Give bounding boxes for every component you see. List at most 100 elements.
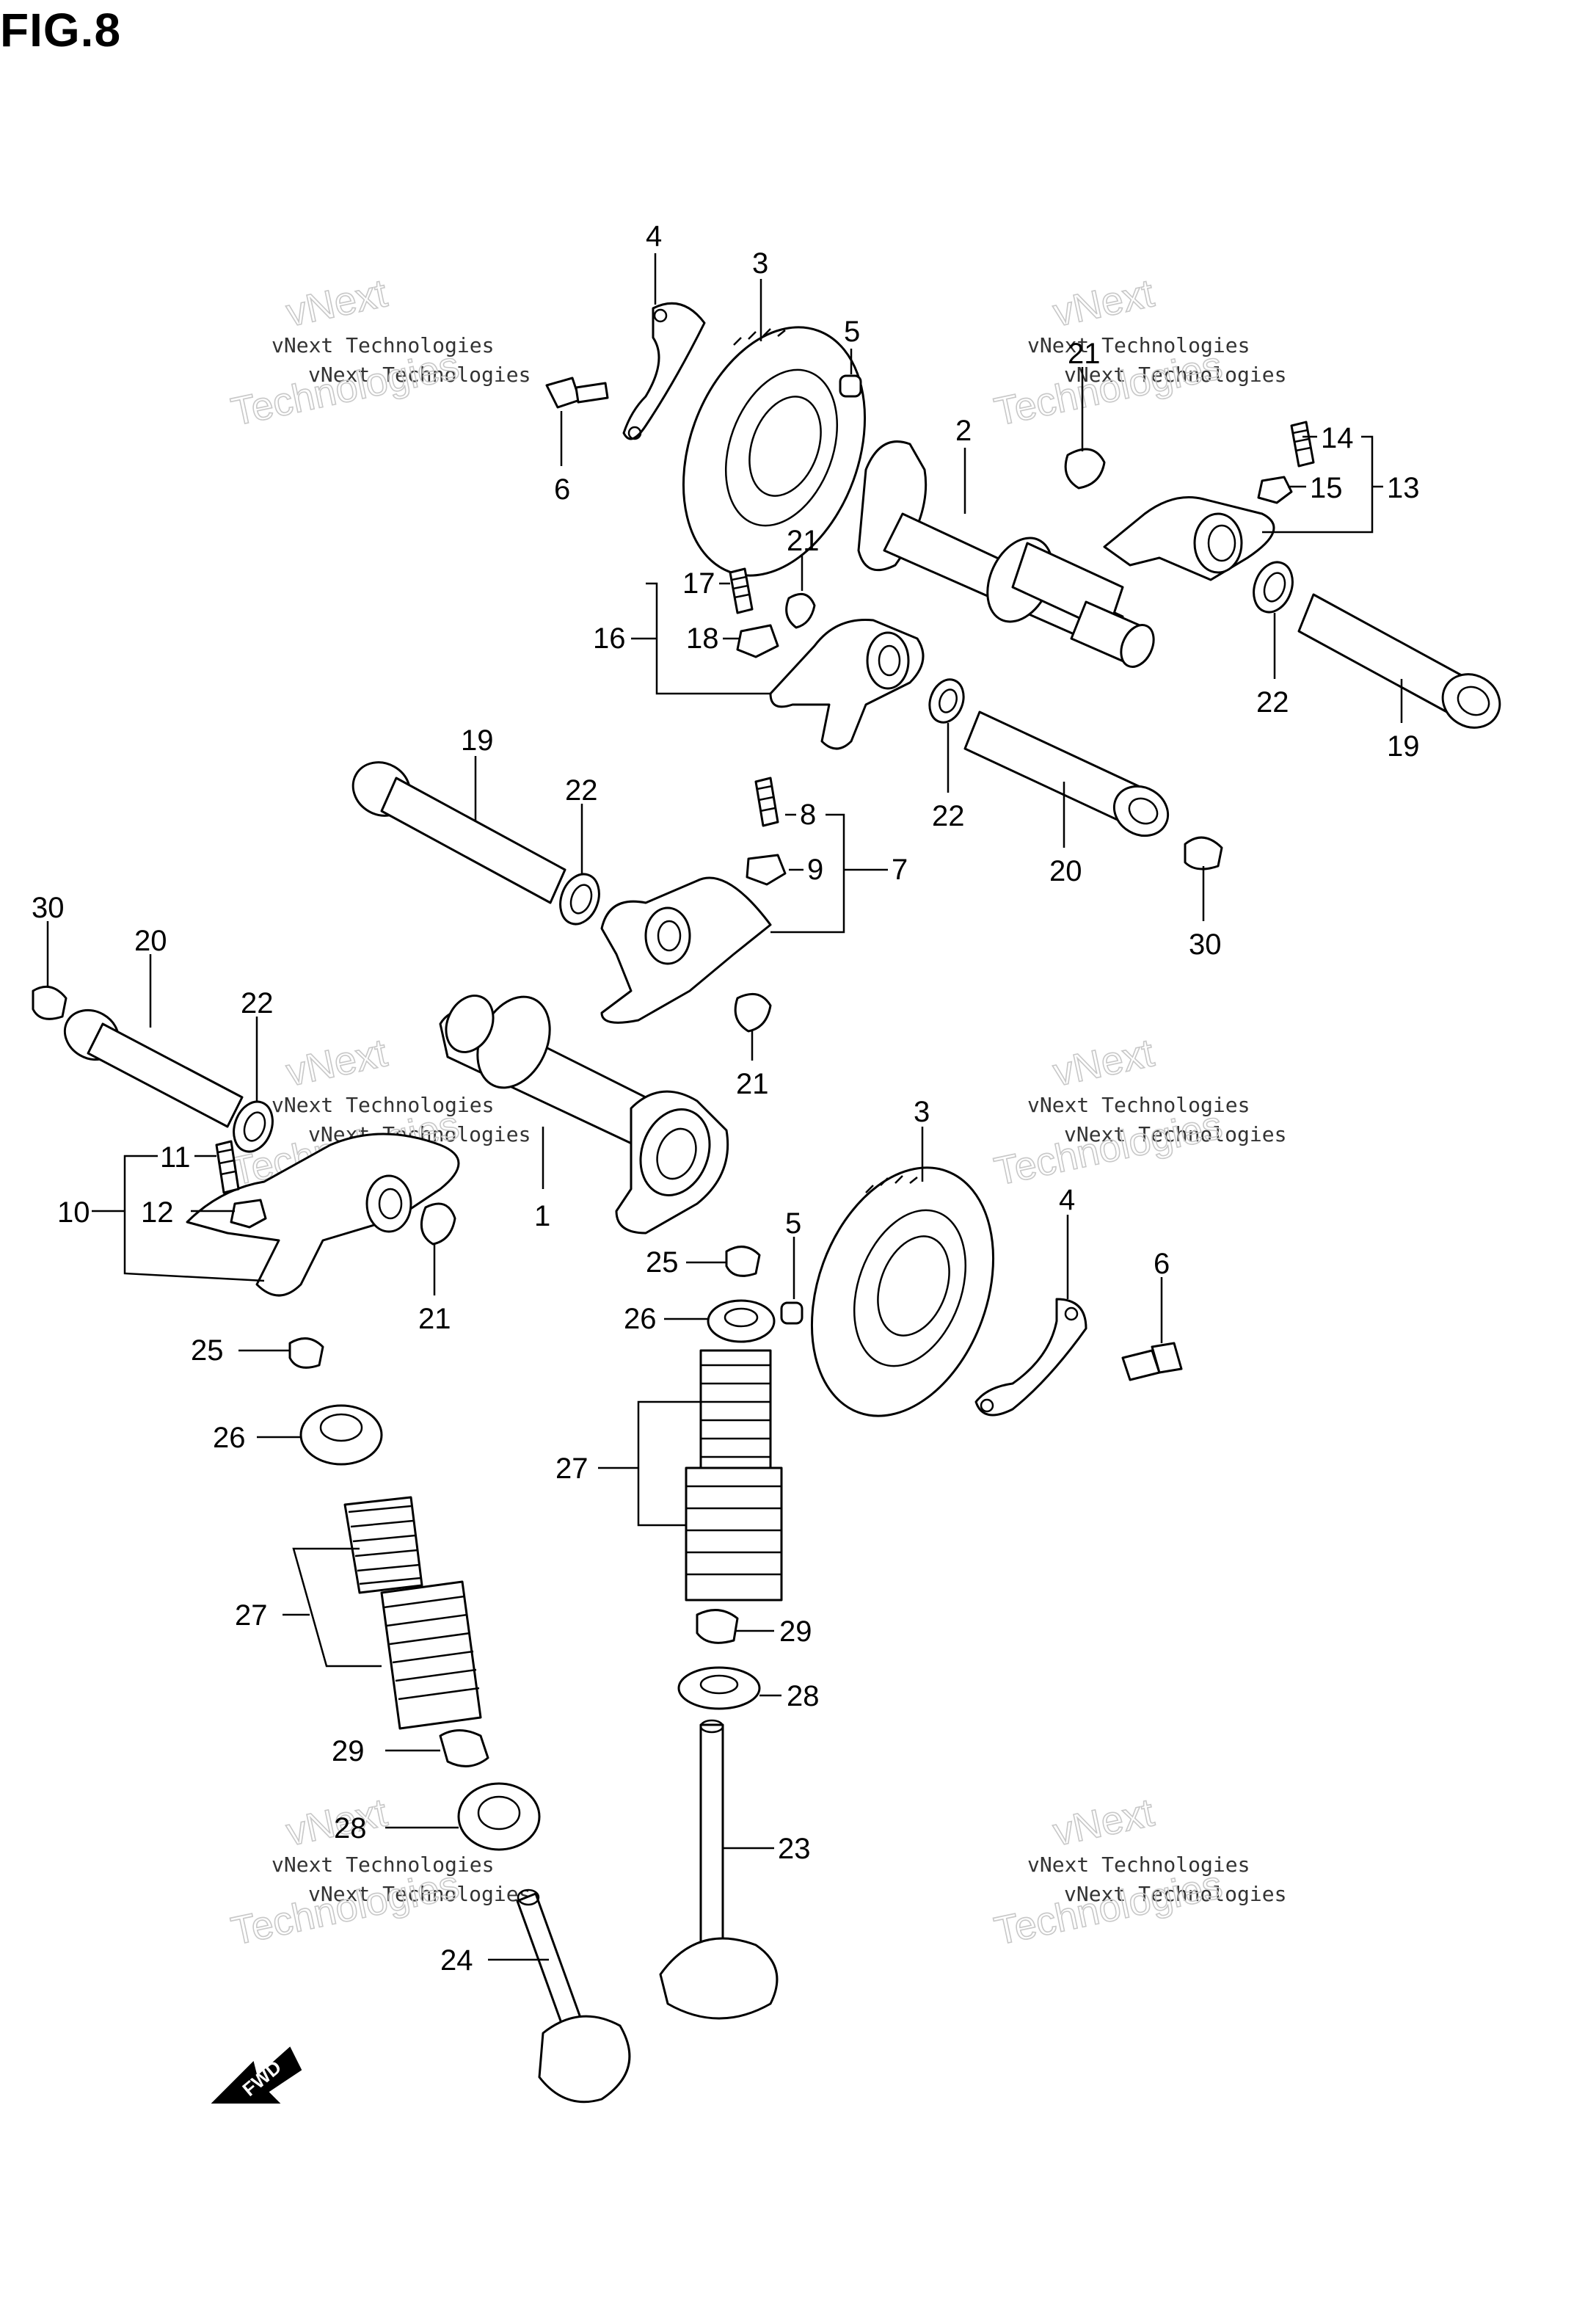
watermark-small-text: vNext Technologies	[272, 1093, 494, 1117]
callout-20: 20	[134, 925, 167, 957]
part-nut-15	[1257, 476, 1293, 504]
watermark-small-text: vNext Technologies	[1027, 333, 1250, 357]
part-rocker-arm-upper-right	[1103, 496, 1275, 581]
callout-22: 22	[565, 774, 598, 807]
figure-title: FIG.8	[0, 4, 122, 57]
callout-19: 19	[461, 724, 494, 757]
callout-5: 5	[785, 1207, 801, 1240]
watermark-small-text: vNext Technologies	[308, 363, 531, 387]
callout-21: 21	[418, 1303, 451, 1335]
watermark-top-left: vNext Technologies vNext Technologies vN…	[227, 271, 531, 435]
callout-23: 23	[778, 1833, 811, 1865]
callout-26: 26	[213, 1422, 246, 1454]
part-rocker-shaft-19-left	[351, 761, 566, 904]
watermark-small-text: vNext Technologies	[1064, 363, 1286, 387]
callout-3: 3	[914, 1096, 930, 1128]
callout-29: 29	[779, 1615, 812, 1648]
part-valve-24	[516, 1889, 631, 2104]
callout-22: 22	[1256, 686, 1289, 719]
callout-8: 8	[800, 799, 816, 831]
callout-1: 1	[534, 1200, 550, 1232]
part-seal-29-left	[439, 1729, 489, 1767]
watermark-mid-right: vNext Technologies vNext Technologies vN…	[990, 1030, 1286, 1195]
watermark-small-text: vNext Technologies	[1064, 1122, 1286, 1146]
callout-19: 19	[1387, 730, 1420, 763]
part-adjuster-screw-8	[754, 777, 779, 827]
part-dowel-pin-upper	[839, 374, 862, 398]
part-plate-21-upper-right	[1064, 448, 1106, 490]
part-retainer-clip-lower	[974, 1298, 1087, 1417]
callout-9: 9	[807, 854, 823, 886]
part-rocker-shaft-20-left	[63, 1008, 244, 1128]
callout-13: 13	[1387, 472, 1420, 504]
callout-labels: 4 3 5 6 2 21 14 15 13 22 19 21 17 18 16 …	[32, 220, 1420, 1977]
part-adjuster-screw-11	[215, 1140, 240, 1194]
part-nut-9	[746, 854, 787, 886]
part-seat-28-right	[677, 1666, 761, 1710]
part-retainer-clip-upper	[622, 302, 706, 440]
callout-15: 15	[1310, 472, 1343, 504]
part-washer-22-upper-right	[1253, 561, 1294, 614]
part-spring-27-right	[685, 1349, 783, 1602]
watermark-small-text: vNext Technologies	[1064, 1882, 1286, 1906]
part-rocker-shaft-20-mid-right	[963, 710, 1170, 837]
part-nut-12	[230, 1199, 267, 1229]
part-cam-sprocket-upper	[682, 326, 867, 577]
callout-27: 27	[235, 1599, 268, 1632]
callout-25: 25	[191, 1334, 224, 1367]
part-seat-28-left	[457, 1782, 541, 1851]
watermark-small-text: vNext Technologies	[308, 1882, 531, 1906]
part-camshaft-upper	[857, 440, 1155, 668]
part-bolt-lower	[1121, 1342, 1183, 1381]
part-cam-sprocket-lower	[810, 1166, 995, 1417]
part-rocker-arm-16	[769, 618, 925, 750]
watermark-big-line1: vNext	[1049, 1790, 1158, 1854]
callout-7: 7	[892, 854, 908, 886]
callout-22: 22	[932, 800, 965, 832]
watermark-small-text: vNext Technologies	[272, 333, 494, 357]
callout-25: 25	[646, 1246, 679, 1279]
part-rocker-arm-10	[186, 1133, 460, 1297]
callout-3: 3	[752, 247, 768, 280]
part-nut-18	[736, 624, 779, 658]
part-cap-30-left	[32, 985, 68, 1020]
watermark-small-text: vNext Technologies	[1027, 1853, 1250, 1877]
callout-12: 12	[141, 1196, 174, 1229]
part-adjuster-screw-14	[1290, 421, 1315, 468]
part-cotter-25-left	[288, 1337, 324, 1369]
callout-5: 5	[844, 316, 860, 348]
callout-14: 14	[1321, 422, 1354, 454]
callout-22: 22	[241, 987, 274, 1019]
callout-29: 29	[332, 1735, 365, 1767]
fwd-arrow-icon: FWD	[211, 2046, 302, 2104]
part-camshaft-lower	[439, 995, 729, 1235]
part-retainer-26-left	[299, 1404, 383, 1466]
part-plate-21-upper-mid	[785, 592, 816, 629]
part-retainer-26-right	[707, 1299, 776, 1343]
watermark-big-line1: vNext	[283, 1030, 391, 1094]
part-valve-23	[659, 1719, 779, 2020]
watermark-small-text: vNext Technologies	[272, 1853, 494, 1877]
callout-10: 10	[57, 1196, 90, 1229]
callout-28: 28	[334, 1812, 367, 1844]
callout-11: 11	[160, 1141, 191, 1174]
part-dowel-pin-lower	[780, 1301, 804, 1325]
watermark-small-text: vNext Technologies	[1027, 1093, 1250, 1117]
callout-21: 21	[736, 1068, 769, 1100]
part-washer-22-center	[559, 873, 600, 926]
callout-2: 2	[955, 415, 972, 447]
callout-27: 27	[555, 1453, 589, 1485]
part-washer-22-mid-right	[928, 678, 965, 724]
watermark-bottom-right: vNext Technologies vNext Technologies vN…	[990, 1790, 1286, 1955]
part-seal-29-right	[696, 1609, 739, 1644]
part-bolt-upper	[545, 377, 609, 409]
callout-26: 26	[624, 1303, 657, 1335]
callout-21: 21	[787, 525, 820, 557]
watermark-big-line1: vNext	[283, 271, 391, 335]
part-plate-21-center	[734, 992, 772, 1033]
watermark-top-right: vNext Technologies vNext Technologies vN…	[990, 271, 1286, 435]
callout-30: 30	[32, 892, 65, 924]
callout-6: 6	[1154, 1248, 1170, 1280]
